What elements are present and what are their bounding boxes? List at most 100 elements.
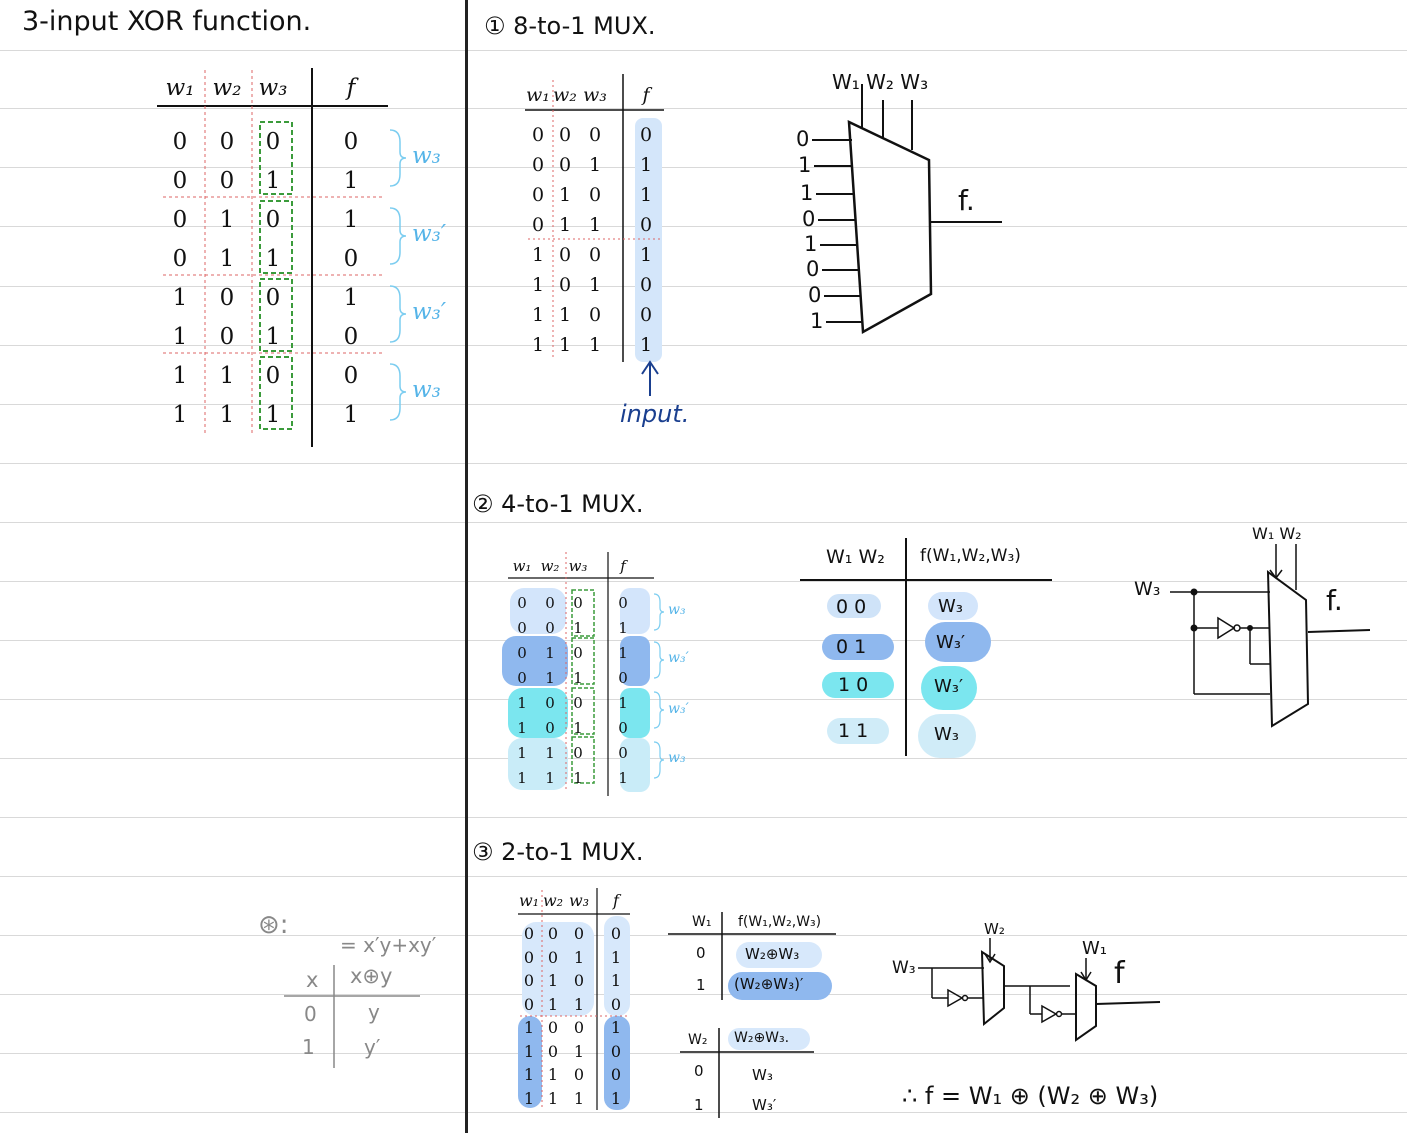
t2-cell: 1 bbox=[694, 1096, 704, 1114]
mux8-input: 1 bbox=[804, 232, 818, 256]
header-w1: w₁ bbox=[526, 84, 550, 106]
note-star: ⊛: bbox=[258, 910, 289, 940]
section1-title: ① 8-to-1 MUX. bbox=[484, 12, 656, 40]
hw-cell: 1 1 bbox=[838, 720, 869, 742]
header-w3: w₃ bbox=[258, 75, 288, 101]
t2-cell: W₃′ bbox=[752, 1096, 777, 1114]
header-w1: w₁ bbox=[165, 75, 195, 101]
mux8-input: 1 bbox=[798, 153, 812, 177]
hw-cell: 0 1 bbox=[836, 636, 867, 658]
hw-cell: W₃′ bbox=[936, 632, 966, 653]
mux2-input-label: W₃ bbox=[892, 958, 916, 978]
t2-cell: W₃ bbox=[752, 1066, 773, 1084]
hw-header-function: f(W₁,W₂,W₃) bbox=[920, 546, 1021, 566]
header-w2: w₂ bbox=[542, 890, 564, 910]
t1-cell: W₂⊕W₃ bbox=[745, 945, 800, 963]
header-w1: w₁ bbox=[512, 557, 532, 575]
mux4-input-label: W₃ bbox=[1134, 578, 1161, 600]
mux8-input: 1 bbox=[800, 181, 814, 205]
mux4-output-label: f. bbox=[1326, 584, 1343, 617]
note-cell: y bbox=[368, 1000, 380, 1024]
t1-cell: 1 bbox=[696, 976, 706, 994]
note-cell: 1 bbox=[302, 1035, 315, 1059]
mux8-input: 1 bbox=[810, 309, 824, 333]
hw-cell: 0 0 bbox=[836, 596, 867, 618]
section3-title: ③ 2-to-1 MUX. bbox=[472, 838, 644, 866]
section2-title: ② 4-to-1 MUX. bbox=[472, 490, 644, 518]
t1-header-w1: W₁ bbox=[692, 914, 712, 930]
page-divider bbox=[465, 0, 468, 1133]
mux8-input: 0 bbox=[802, 207, 816, 231]
hw-cell: W₃ bbox=[934, 724, 960, 745]
group-label: w₃′ bbox=[668, 701, 689, 717]
t2-header-xor: W₂⊕W₃. bbox=[734, 1030, 790, 1046]
header-w3: w₃ bbox=[568, 557, 588, 575]
note-table-lines bbox=[284, 965, 420, 1068]
mux8-input: 0 bbox=[806, 257, 820, 281]
mux8-output-label: f. bbox=[958, 184, 975, 217]
header-f: f bbox=[346, 75, 356, 101]
header-w1: w₁ bbox=[518, 890, 540, 910]
header-w3: w₃ bbox=[583, 84, 607, 106]
note-header-xor: x⊕y bbox=[350, 964, 393, 988]
group-label: w₃′ bbox=[668, 650, 689, 666]
mux2-select1-label: W₂ bbox=[984, 920, 1005, 938]
note-cell: 0 bbox=[304, 1002, 317, 1026]
header-w3: w₃ bbox=[568, 890, 590, 910]
xor-title: 3-input XOR function. bbox=[22, 6, 312, 37]
group-label: w₃ bbox=[668, 750, 686, 766]
hw-cell: 1 0 bbox=[838, 674, 869, 696]
t1-cell: (W₂⊕W₃)′ bbox=[734, 975, 804, 993]
mux8-input: 0 bbox=[808, 283, 822, 307]
s2-table-lines bbox=[502, 538, 1371, 796]
s1-table-lines bbox=[525, 74, 1002, 396]
mux4-select-labels: W₁ W₂ bbox=[1252, 524, 1302, 543]
group-label: w₃′ bbox=[412, 299, 447, 325]
header-f: f bbox=[642, 84, 650, 106]
note-cell: y′ bbox=[364, 1035, 381, 1059]
final-result: ∴ f = W₁ ⊕ (W₂ ⊕ W₃) bbox=[902, 1082, 1159, 1110]
header-w2: w₂ bbox=[540, 557, 560, 575]
header-f: f bbox=[620, 557, 626, 575]
group-label: w₃′ bbox=[412, 221, 447, 247]
xor-table-lines bbox=[157, 68, 407, 447]
header-w2: w₂ bbox=[212, 75, 242, 101]
note-expression: = x′y+xy′ bbox=[340, 933, 437, 957]
hw-cell: W₃ bbox=[938, 596, 964, 617]
hw-header-selects: W₁ W₂ bbox=[826, 546, 885, 568]
input-arrow-label: input. bbox=[620, 400, 690, 428]
header-w2: w₂ bbox=[553, 84, 577, 106]
header-f: f bbox=[613, 890, 619, 910]
group-label: w₃ bbox=[412, 143, 441, 169]
